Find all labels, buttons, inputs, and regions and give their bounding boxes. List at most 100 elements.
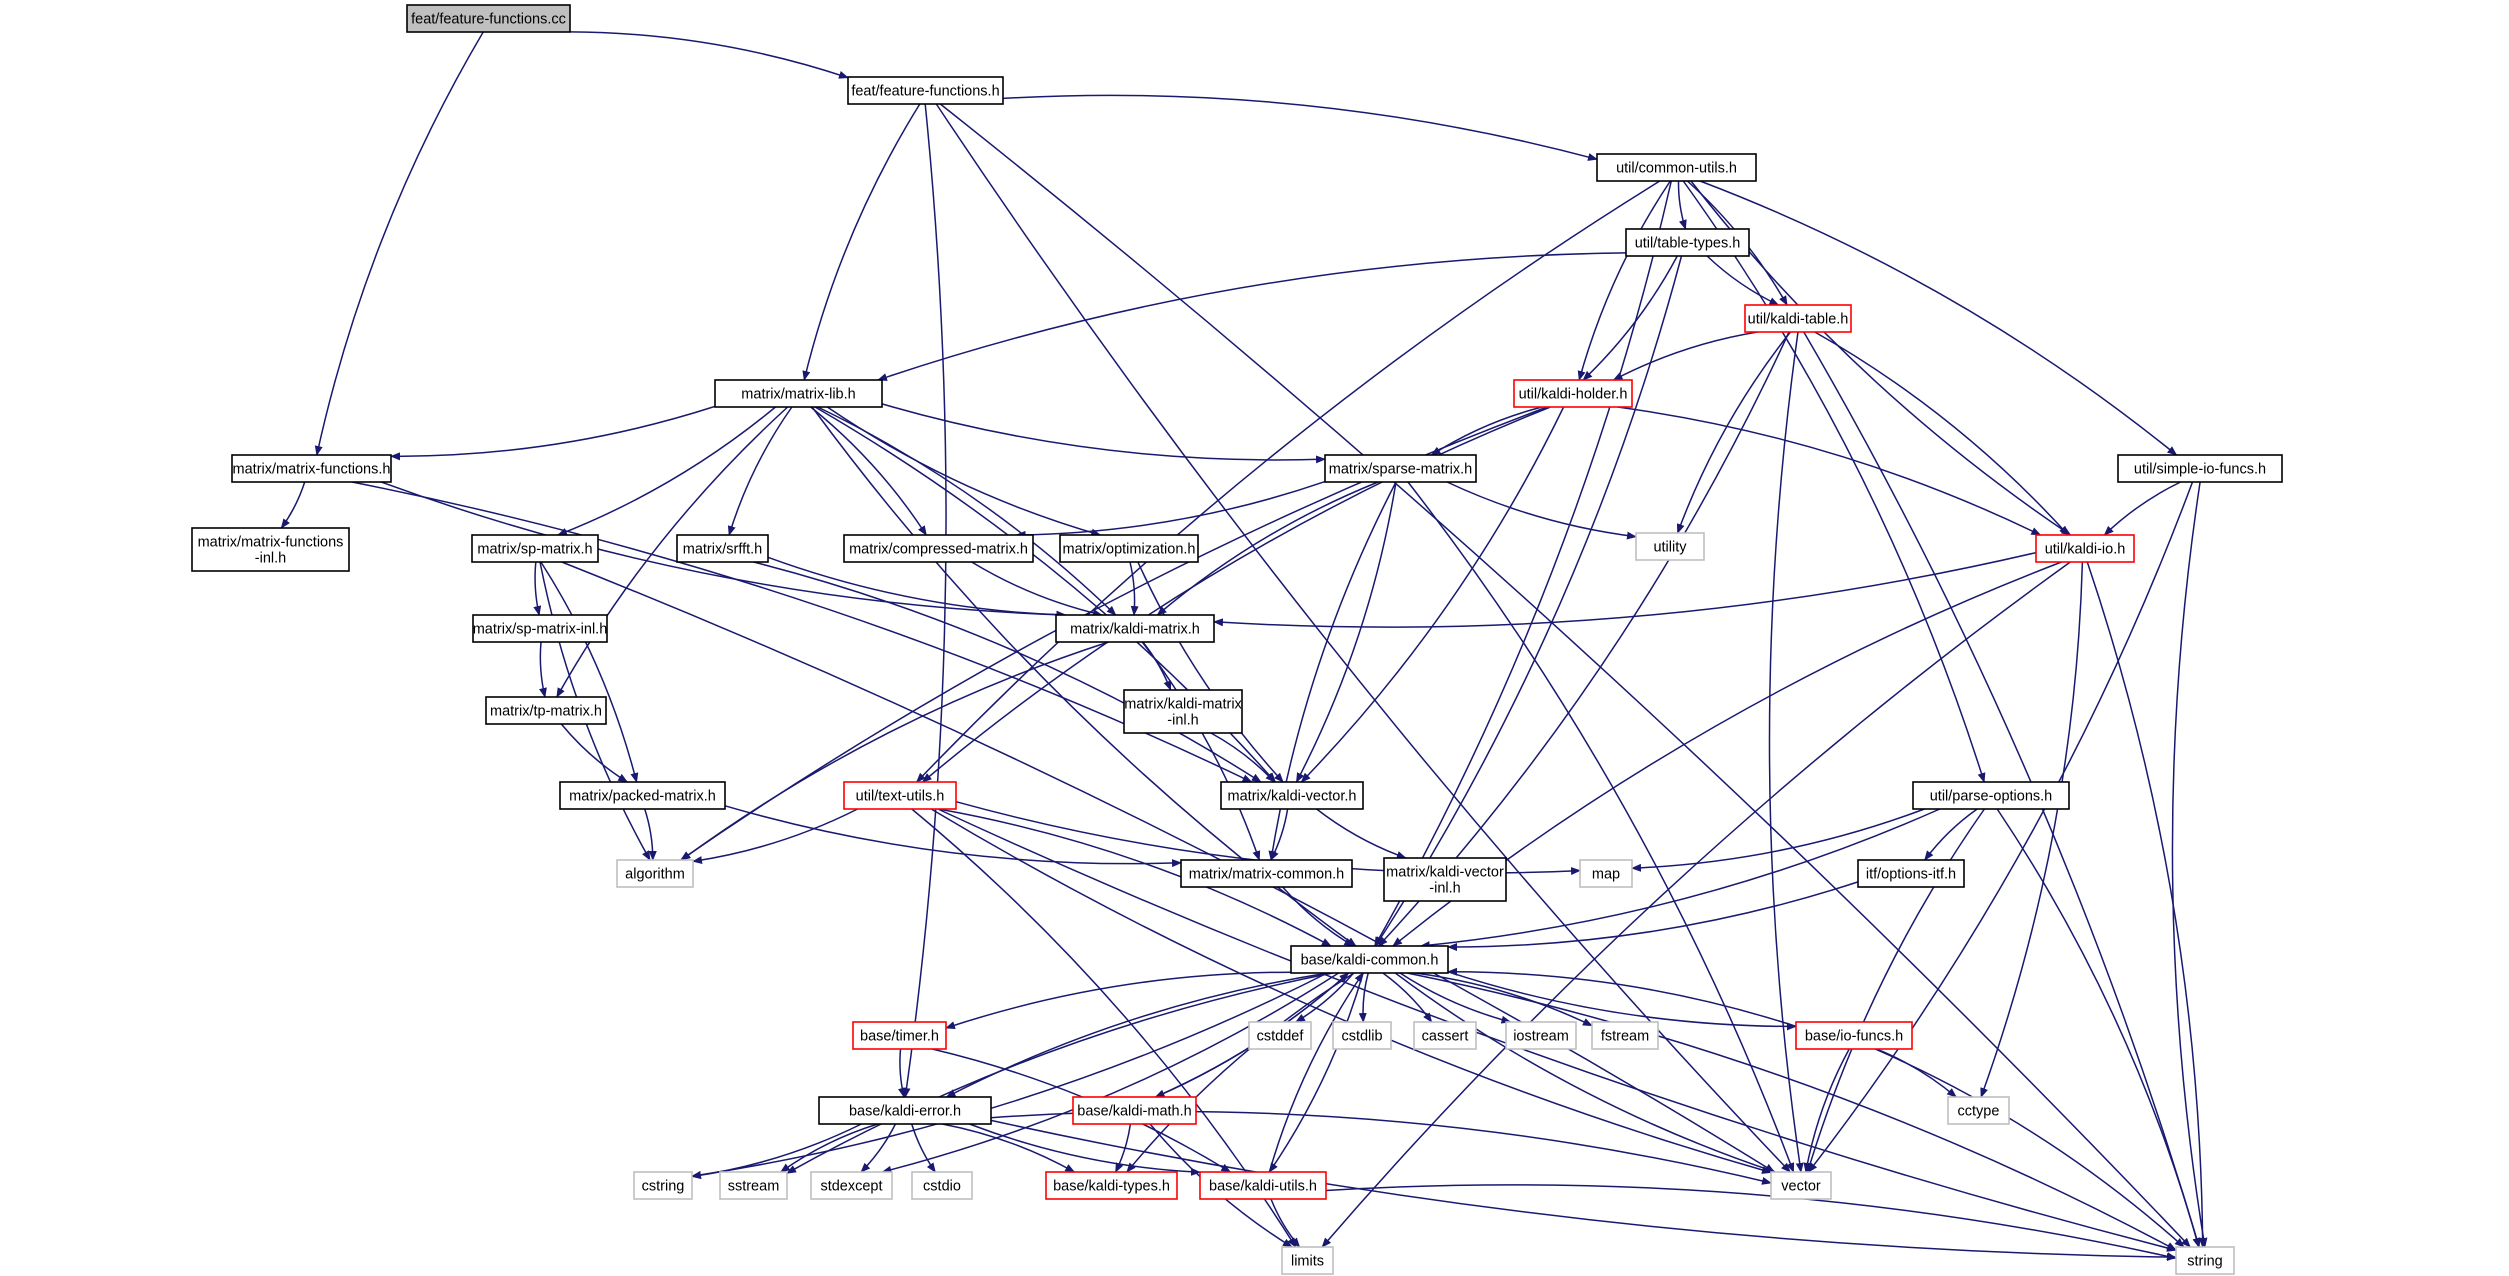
node-n26[interactable]: matrix/matrix-common.h bbox=[1180, 859, 1353, 888]
node-n42: sstream bbox=[719, 1171, 788, 1200]
node-label: sstream bbox=[728, 1179, 780, 1195]
edge-n30-n41 bbox=[691, 972, 1328, 1179]
edge-n18-n20 bbox=[539, 641, 547, 698]
node-n18[interactable]: matrix/sp-matrix-inl.h bbox=[472, 614, 608, 643]
node-label: util/kaldi-table.h bbox=[1748, 312, 1849, 328]
edge-n30-n47 bbox=[1394, 972, 1777, 1173]
node-n39[interactable]: base/kaldi-math.h bbox=[1072, 1096, 1197, 1125]
node-label: base/io-funcs.h bbox=[1805, 1029, 1903, 1045]
edge-n30-n31 bbox=[945, 971, 1292, 1029]
node-box bbox=[1248, 1021, 1312, 1050]
node-n17[interactable]: matrix/kaldi-matrix.h bbox=[1055, 614, 1215, 643]
node-box bbox=[231, 454, 392, 483]
node-label: matrix/compressed-matrix.h bbox=[849, 542, 1028, 558]
node-n15[interactable]: matrix/compressed-matrix.h bbox=[843, 534, 1034, 563]
edge-n4-n12 bbox=[1676, 331, 1791, 534]
edge-n13-n47 bbox=[561, 561, 1776, 1173]
node-n5[interactable]: util/kaldi-holder.h bbox=[1513, 379, 1633, 408]
node-label: vector bbox=[1781, 1179, 1821, 1195]
edge-n11-n38 bbox=[1980, 561, 2084, 1098]
edge-n37-n47 bbox=[1803, 1048, 1850, 1173]
node-n20[interactable]: matrix/tp-matrix.h bbox=[485, 696, 607, 725]
node-box bbox=[847, 76, 1004, 105]
node-n8[interactable]: matrix/matrix-functions-inl.h bbox=[191, 527, 350, 572]
edge-n30-n36 bbox=[1414, 972, 1593, 1027]
edge-n22-n25 bbox=[692, 808, 858, 865]
node-label: base/kaldi-utils.h bbox=[1209, 1179, 1317, 1195]
node-n34: cassert bbox=[1413, 1021, 1477, 1050]
node-n27[interactable]: matrix/kaldi-vector-inl.h bbox=[1383, 857, 1507, 902]
node-label: util/text-utils.h bbox=[856, 789, 945, 805]
edge-n24-n28 bbox=[1631, 808, 1925, 872]
node-n46[interactable]: base/kaldi-utils.h bbox=[1199, 1171, 1327, 1200]
node-n2[interactable]: util/common-utils.h bbox=[1596, 153, 1757, 182]
edge-n9-n23 bbox=[1295, 481, 1397, 783]
node-n47: vector bbox=[1770, 1171, 1832, 1200]
node-box bbox=[1947, 1096, 2010, 1125]
edge-n2-n22 bbox=[916, 180, 1661, 783]
edge-n7-n8 bbox=[280, 481, 306, 529]
node-n30[interactable]: base/kaldi-common.h bbox=[1290, 945, 1449, 974]
edge-n22-n47 bbox=[930, 808, 1772, 1174]
node-n7[interactable]: matrix/matrix-functions.h bbox=[231, 454, 392, 483]
node-box bbox=[1770, 1171, 1832, 1200]
node-box bbox=[1324, 454, 1477, 483]
node-n24[interactable]: util/parse-options.h bbox=[1912, 781, 2070, 810]
node-n37[interactable]: base/io-funcs.h bbox=[1795, 1021, 1913, 1050]
edge-n10-n47 bbox=[1807, 481, 2194, 1173]
node-label: matrix/sp-matrix-inl.h bbox=[473, 622, 608, 638]
node-n10[interactable]: util/simple-io-funcs.h bbox=[2117, 454, 2283, 483]
edge-n3-n30 bbox=[1374, 255, 1683, 947]
node-label: matrix/matrix-common.h bbox=[1189, 867, 1345, 883]
edge-n3-n4 bbox=[1706, 255, 1780, 306]
node-n40[interactable]: base/kaldi-error.h bbox=[818, 1096, 992, 1125]
node-n21[interactable]: matrix/packed-matrix.h bbox=[559, 781, 726, 810]
node-box bbox=[1591, 1021, 1659, 1050]
edge-n40-n42 bbox=[779, 1123, 878, 1173]
edge-n13-n18 bbox=[533, 561, 542, 616]
node-n14[interactable]: matrix/srfft.h bbox=[676, 534, 769, 563]
node-n29[interactable]: itf/options-itf.h bbox=[1857, 859, 1965, 888]
node-n9[interactable]: matrix/sparse-matrix.h bbox=[1324, 454, 1477, 483]
node-n6[interactable]: matrix/matrix-lib.h bbox=[714, 379, 883, 408]
node-box bbox=[911, 1171, 973, 1200]
edge-n5-n11 bbox=[1617, 406, 2042, 536]
node-n0[interactable]: feat/feature-functions.cc bbox=[406, 4, 571, 33]
node-n45[interactable]: base/kaldi-types.h bbox=[1045, 1171, 1178, 1200]
edge-n5-n22 bbox=[921, 406, 1551, 783]
node-box bbox=[676, 534, 769, 563]
node-n4[interactable]: util/kaldi-table.h bbox=[1744, 304, 1852, 333]
node-n11[interactable]: util/kaldi-io.h bbox=[2035, 534, 2135, 563]
edge-n14-n17 bbox=[767, 556, 1067, 619]
node-n1[interactable]: feat/feature-functions.h bbox=[847, 76, 1004, 105]
node-n13[interactable]: matrix/sp-matrix.h bbox=[471, 534, 599, 563]
node-n31[interactable]: base/timer.h bbox=[852, 1021, 947, 1050]
edge-n21-n25 bbox=[643, 808, 657, 861]
edge-n22-n49 bbox=[937, 808, 2177, 1252]
node-n25: algorithm bbox=[616, 859, 694, 888]
node-label: base/kaldi-types.h bbox=[1053, 1179, 1170, 1195]
edge-n40-n41 bbox=[691, 1123, 862, 1180]
edge-n1-n6 bbox=[802, 103, 921, 381]
node-label: base/kaldi-math.h bbox=[1077, 1104, 1191, 1120]
node-box bbox=[1059, 534, 1199, 563]
node-n23[interactable]: matrix/kaldi-vector.h bbox=[1220, 781, 1364, 810]
node-box bbox=[1199, 1171, 1327, 1200]
node-n12: utility bbox=[1635, 532, 1705, 561]
edge-n4-n11 bbox=[1814, 331, 2069, 536]
edge-n10-n49 bbox=[2171, 481, 2208, 1248]
node-n3[interactable]: util/table-types.h bbox=[1625, 228, 1750, 257]
node-label: cstdlib bbox=[1341, 1029, 1382, 1045]
node-box bbox=[1912, 781, 2070, 810]
node-n19[interactable]: matrix/kaldi-matrix-inl.h bbox=[1123, 689, 1243, 734]
node-box bbox=[1625, 228, 1750, 257]
node-box bbox=[810, 1171, 893, 1200]
node-n32: cstddef bbox=[1248, 1021, 1312, 1050]
node-label: -inl.h bbox=[1167, 713, 1198, 729]
edge-n30-n42 bbox=[786, 972, 1333, 1174]
node-n22[interactable]: util/text-utils.h bbox=[843, 781, 957, 810]
node-label: base/kaldi-error.h bbox=[849, 1104, 961, 1120]
node-n16[interactable]: matrix/optimization.h bbox=[1059, 534, 1199, 563]
node-box bbox=[1055, 614, 1215, 643]
node-label: matrix/sp-matrix.h bbox=[477, 542, 592, 558]
